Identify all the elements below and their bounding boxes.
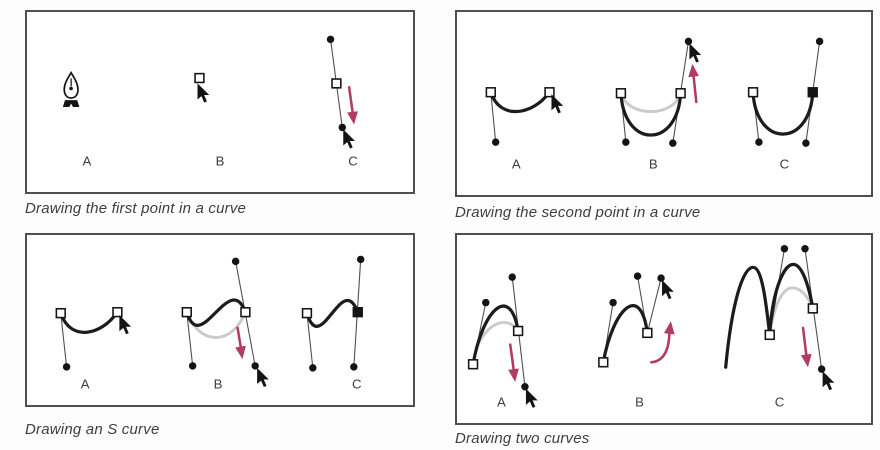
pointer-cursor-icon bbox=[197, 83, 210, 103]
figure-caption: Drawing the first point in a curve bbox=[25, 200, 247, 217]
step-label-b: B bbox=[214, 376, 223, 391]
direction-line bbox=[646, 277, 662, 334]
step-label-c: C bbox=[780, 157, 790, 172]
panel-first-point: A B C bbox=[25, 10, 415, 194]
step-label-a: A bbox=[512, 157, 521, 172]
two-curves-diagram: A B C bbox=[467, 244, 835, 409]
first-point-diagram: A B C bbox=[62, 35, 358, 169]
anchor-point-square bbox=[807, 303, 819, 314]
curved-drag-arrow-icon bbox=[649, 321, 675, 364]
pointer-cursor-icon bbox=[257, 367, 269, 388]
drag-arrow-icon bbox=[235, 326, 246, 360]
pointer-cursor-icon bbox=[343, 129, 355, 149]
anchor-point-square bbox=[764, 329, 775, 341]
drag-arrow-icon bbox=[800, 326, 812, 368]
step-label-c: C bbox=[352, 376, 362, 391]
anchor-point-square bbox=[615, 88, 627, 99]
curve-step-a bbox=[55, 307, 132, 371]
ghost-curve bbox=[619, 91, 683, 114]
anchor-point-square bbox=[544, 87, 555, 98]
figure-caption: Drawing an S curve bbox=[25, 421, 160, 438]
pointer-cursor-icon bbox=[551, 94, 564, 114]
step-label-b: B bbox=[216, 154, 225, 169]
anchor-point-square-selected bbox=[352, 307, 363, 318]
figure-caption: Drawing two curves bbox=[455, 430, 590, 447]
pen-tool-icon bbox=[62, 70, 80, 107]
pointer-cursor-icon bbox=[119, 315, 132, 335]
step-label-c: C bbox=[775, 394, 785, 409]
anchor-point-square bbox=[240, 307, 251, 318]
drag-arrow-icon bbox=[688, 63, 699, 104]
direction-point bbox=[326, 35, 335, 44]
anchor-point-square bbox=[642, 327, 653, 339]
anchor-point-square bbox=[181, 307, 192, 318]
ghost-curve bbox=[768, 286, 815, 337]
s-curve-diagram: A B C bbox=[55, 255, 365, 391]
curve-step-b bbox=[181, 257, 269, 388]
direction-point bbox=[338, 123, 347, 132]
pointer-cursor-icon bbox=[662, 280, 674, 300]
pointer-cursor-icon bbox=[822, 371, 835, 391]
pointer-cursor-icon bbox=[525, 388, 538, 408]
panel-two-curves: A B C bbox=[455, 233, 873, 425]
drag-arrow-icon bbox=[347, 86, 358, 125]
anchor-point-square bbox=[467, 359, 479, 370]
anchor-point-square bbox=[194, 72, 205, 84]
second-point-diagram: A B C bbox=[485, 37, 824, 172]
curve-step-b bbox=[615, 37, 702, 147]
anchor-point-square bbox=[331, 78, 342, 89]
step-label-b: B bbox=[649, 157, 658, 172]
curve-step-c bbox=[301, 255, 365, 372]
step-label-a: A bbox=[497, 394, 506, 409]
curve-step-a bbox=[467, 273, 538, 408]
anchor-point-square bbox=[598, 357, 609, 368]
step-label-c: C bbox=[348, 154, 358, 169]
anchor-point-square bbox=[675, 88, 686, 99]
step-label-b: B bbox=[635, 394, 644, 409]
curve-step-a bbox=[485, 87, 564, 146]
figure-caption: Drawing the second point in a curve bbox=[455, 204, 701, 221]
anchor-point-square bbox=[301, 307, 313, 319]
panel-second-point: A B C bbox=[455, 10, 873, 197]
pointer-cursor-icon bbox=[689, 43, 702, 63]
ghost-curve bbox=[474, 321, 520, 352]
anchor-point-square bbox=[747, 87, 759, 98]
anchor-point-square bbox=[512, 325, 524, 337]
curve-step-b bbox=[598, 272, 675, 368]
curve-step-c bbox=[724, 244, 835, 391]
curve-step-c bbox=[747, 37, 824, 147]
panel-s-curve: A B C bbox=[25, 233, 415, 407]
anchor-point-square bbox=[485, 87, 496, 98]
anchor-point-square-selected bbox=[807, 87, 818, 98]
step-label-a: A bbox=[83, 154, 92, 169]
anchor-point-square bbox=[112, 307, 123, 318]
drag-arrow-icon bbox=[508, 343, 519, 382]
anchor-point-square bbox=[55, 307, 66, 319]
step-label-a: A bbox=[81, 376, 90, 391]
